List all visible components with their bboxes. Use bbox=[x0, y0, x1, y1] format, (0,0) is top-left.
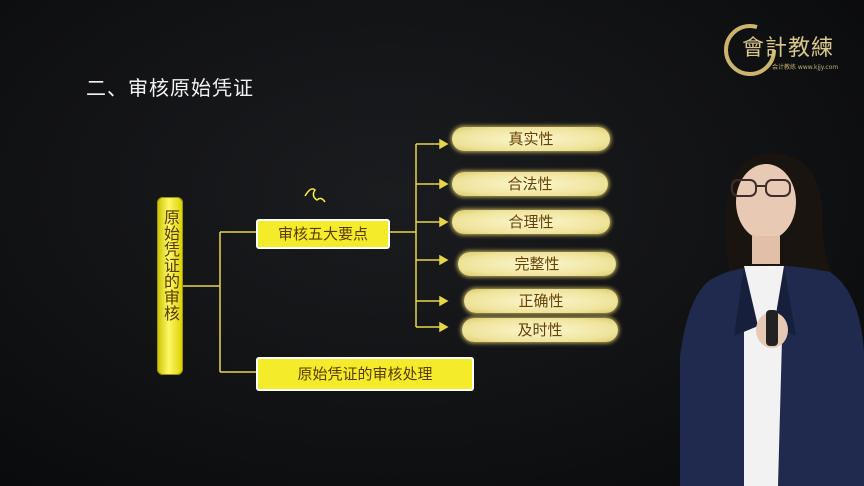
logo-subtext: 会计教练 www.kjjy.com bbox=[772, 64, 839, 71]
point-completeness: 完整性 bbox=[458, 252, 616, 276]
root-node-box: 原始凭证的审核 bbox=[157, 197, 183, 375]
logo-emblem bbox=[724, 24, 776, 76]
point-legality: 合法性 bbox=[452, 172, 608, 196]
slide-title: 二、审核原始凭证 bbox=[86, 76, 254, 100]
point-correctness: 正确性 bbox=[464, 289, 618, 313]
point-timeliness: 及时性 bbox=[462, 318, 618, 342]
point-rationality: 合理性 bbox=[452, 210, 610, 234]
logo-text: 會計教練 bbox=[742, 36, 835, 61]
root-node-label: 原始凭证的审核 bbox=[161, 209, 180, 321]
branch-audit-handling: 原始凭证的审核处理 bbox=[256, 357, 474, 391]
point-authenticity: 真实性 bbox=[452, 127, 610, 151]
handwritten-mark-icon bbox=[304, 188, 326, 203]
branch-audit-points: 审核五大要点 bbox=[256, 219, 390, 249]
presenter-image bbox=[680, 153, 864, 486]
